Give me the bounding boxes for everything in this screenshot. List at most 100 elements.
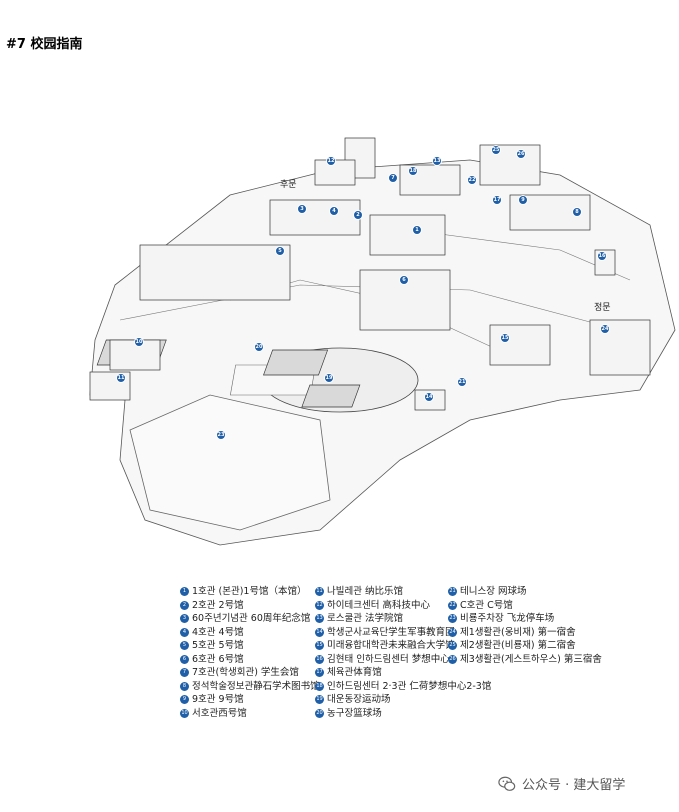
legend-label: 서호관西号馆 xyxy=(192,707,247,719)
main-gate-label: 정문 xyxy=(594,302,611,313)
legend-label: 대운동장运动场 xyxy=(327,694,391,705)
svg-text:21: 21 xyxy=(459,379,466,385)
legend-label: 김현태 인하드림센터 梦想中心 xyxy=(327,653,450,665)
legend-number: 18 xyxy=(315,681,324,691)
pin-8[interactable]: 8 xyxy=(572,207,582,217)
pin-15[interactable]: 15 xyxy=(500,333,510,343)
svg-text:26: 26 xyxy=(518,151,525,157)
legend-number: 24 xyxy=(448,627,457,637)
legend-number: 22 xyxy=(448,600,457,610)
pin-17[interactable]: 17 xyxy=(492,195,502,205)
page-title: #7 校园指南 xyxy=(6,37,83,52)
svg-text:6: 6 xyxy=(402,277,406,283)
pin-1[interactable]: 1 xyxy=(412,225,422,235)
legend-number: 7 xyxy=(180,668,189,678)
pin-14[interactable]: 14 xyxy=(424,392,434,402)
campus-map[interactable]: 후문 정문 1 2 3 4 5 6 7 8 9 10 11 12 13 14 1… xyxy=(0,130,679,580)
pin-12[interactable]: 12 xyxy=(326,156,336,166)
svg-text:11: 11 xyxy=(118,375,125,381)
svg-text:19: 19 xyxy=(326,375,333,381)
svg-text:22: 22 xyxy=(469,177,476,183)
pin-19[interactable]: 19 xyxy=(324,373,334,383)
legend-number: 6 xyxy=(180,654,189,664)
pin-4[interactable]: 4 xyxy=(329,206,339,216)
legend-label: 로스쿨관 法学院馆 xyxy=(327,613,403,624)
legend-number: 3 xyxy=(180,614,189,624)
legend-label: 제3생활관(게스트하우스) 第三宿舍 xyxy=(460,653,602,665)
legend-label: 나빌레관 纳比乐馆 xyxy=(327,586,403,597)
pin-20[interactable]: 20 xyxy=(254,342,264,352)
pin-24[interactable]: 24 xyxy=(600,324,610,334)
legend-label: 2호관 2号馆 xyxy=(192,599,244,611)
pin-5[interactable]: 5 xyxy=(275,246,285,256)
pin-25[interactable]: 25 xyxy=(491,145,501,155)
svg-text:13: 13 xyxy=(434,158,441,164)
building xyxy=(139,244,291,301)
building xyxy=(369,214,446,256)
legend-number: 26 xyxy=(448,654,457,664)
pin-13[interactable]: 13 xyxy=(432,156,442,166)
legend-label: 제1생활관(웅비재) 第一宿舍 xyxy=(460,626,576,638)
pin-9[interactable]: 9 xyxy=(518,195,528,205)
legend-label: 1호관 (본관)1号馆（本馆） xyxy=(192,586,307,597)
legend-label: 농구장篮球场 xyxy=(327,707,382,719)
svg-text:1: 1 xyxy=(415,227,419,233)
pin-10[interactable]: 10 xyxy=(134,337,144,347)
tennis-court-2 xyxy=(301,384,361,408)
legend-number: 19 xyxy=(315,695,324,705)
building xyxy=(489,324,551,366)
pin-7[interactable]: 7 xyxy=(388,173,398,183)
legend-label: C호관 C号馆 xyxy=(460,599,513,611)
legend-label: 4호관 4号馆 xyxy=(192,626,244,638)
watermark-text: 公众号 · 建大留学 xyxy=(522,778,626,793)
pin-2[interactable]: 2 xyxy=(353,210,363,220)
legend-label: 제2생활관(비룡재) 第二宿舍 xyxy=(460,640,576,651)
pin-6[interactable]: 6 xyxy=(399,275,409,285)
wechat-icon xyxy=(498,776,516,791)
svg-text:18: 18 xyxy=(410,168,417,174)
svg-text:8: 8 xyxy=(575,209,579,215)
pin-22[interactable]: 22 xyxy=(467,175,477,185)
back-gate-label: 후문 xyxy=(280,179,297,190)
pin-23[interactable]: 23 xyxy=(216,430,226,440)
svg-text:9: 9 xyxy=(521,197,525,203)
pin-21[interactable]: 21 xyxy=(457,377,467,387)
legend-number: 14 xyxy=(315,627,324,637)
svg-text:5: 5 xyxy=(278,248,282,254)
svg-text:15: 15 xyxy=(502,335,509,341)
pin-18[interactable]: 18 xyxy=(408,166,418,176)
pin-3[interactable]: 3 xyxy=(297,204,307,214)
svg-text:16: 16 xyxy=(599,253,606,259)
pin-11[interactable]: 11 xyxy=(116,373,126,383)
pin-26[interactable]: 26 xyxy=(516,149,526,159)
legend-number: 13 xyxy=(315,614,324,624)
legend-number: 4 xyxy=(180,627,189,637)
pin-16[interactable]: 16 xyxy=(597,251,607,261)
legend-label: 정석학술정보관静石学术图书馆 xyxy=(192,680,320,692)
legend-label: 하이테크센터 高科技中心 xyxy=(327,599,430,611)
legend-number: 5 xyxy=(180,641,189,651)
legend-number: 11 xyxy=(315,587,324,597)
